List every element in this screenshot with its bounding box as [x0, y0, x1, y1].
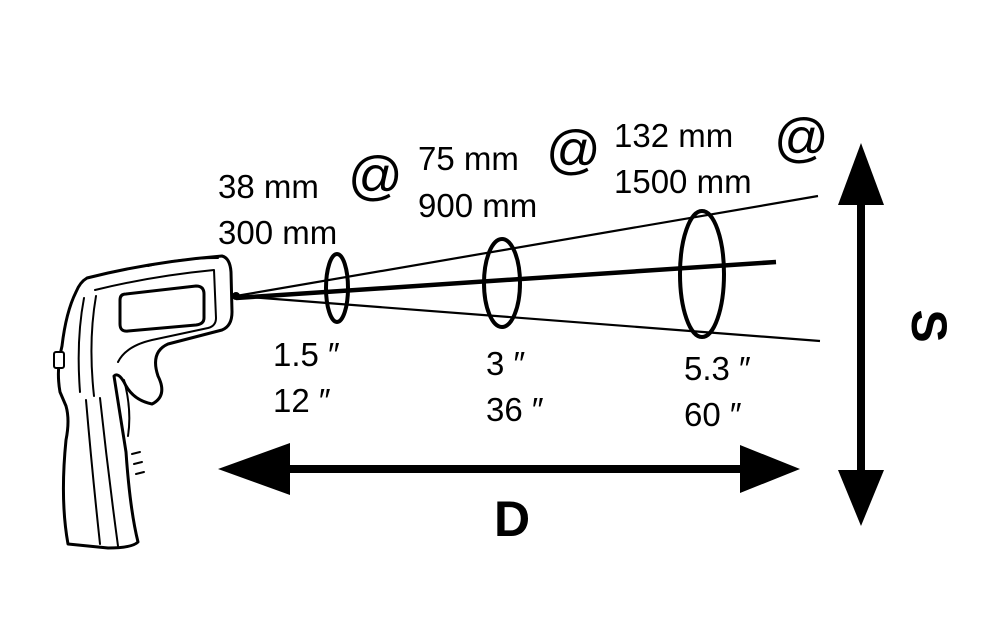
double-arrow-horizontal-icon [218, 443, 800, 495]
double-arrow-vertical-icon [838, 143, 884, 526]
distance-in-1: 12 ″ [273, 382, 331, 419]
distance-mm-1: 300 mm [218, 214, 337, 251]
at-symbol-2: @ [546, 120, 601, 180]
spot-size-mm-2: 75 mm [418, 140, 519, 177]
distance-mm-2: 900 mm [418, 187, 537, 224]
at-symbol-3: @ [774, 108, 829, 168]
distance-mm-3: 1500 mm [614, 163, 752, 200]
spot-size-mm-1: 38 mm [218, 168, 319, 205]
spot-size-in-3: 5.3 ″ [684, 350, 751, 387]
spot-label: S [901, 309, 957, 342]
cone-upper-edge [235, 194, 819, 298]
spot-ellipse-middle [482, 237, 522, 329]
spot-size-in-1: 1.5 ″ [273, 336, 340, 373]
spot-size-in-2: 3 ″ [486, 345, 526, 382]
distance-label: D [494, 491, 530, 547]
spot-size-mm-3: 132 mm [614, 117, 733, 154]
infrared-thermometer-icon [53, 254, 240, 550]
spot-ellipses [324, 209, 726, 339]
imperial-labels: 1.5 ″ 12 ″ 3 ″ 36 ″ 5.3 ″ 60 ″ [273, 336, 751, 433]
distance-in-2: 36 ″ [486, 391, 544, 428]
spot-ellipse-far [678, 209, 726, 339]
distance-in-3: 60 ″ [684, 396, 742, 433]
cone-center-axis [235, 259, 777, 301]
cone-lower-edge [235, 294, 821, 343]
at-symbol-1: @ [348, 146, 403, 206]
metric-labels: 38 mm @ 300 mm 75 mm @ 900 mm 132 mm @ 1… [218, 108, 829, 251]
spot-ellipse-near [324, 252, 350, 324]
